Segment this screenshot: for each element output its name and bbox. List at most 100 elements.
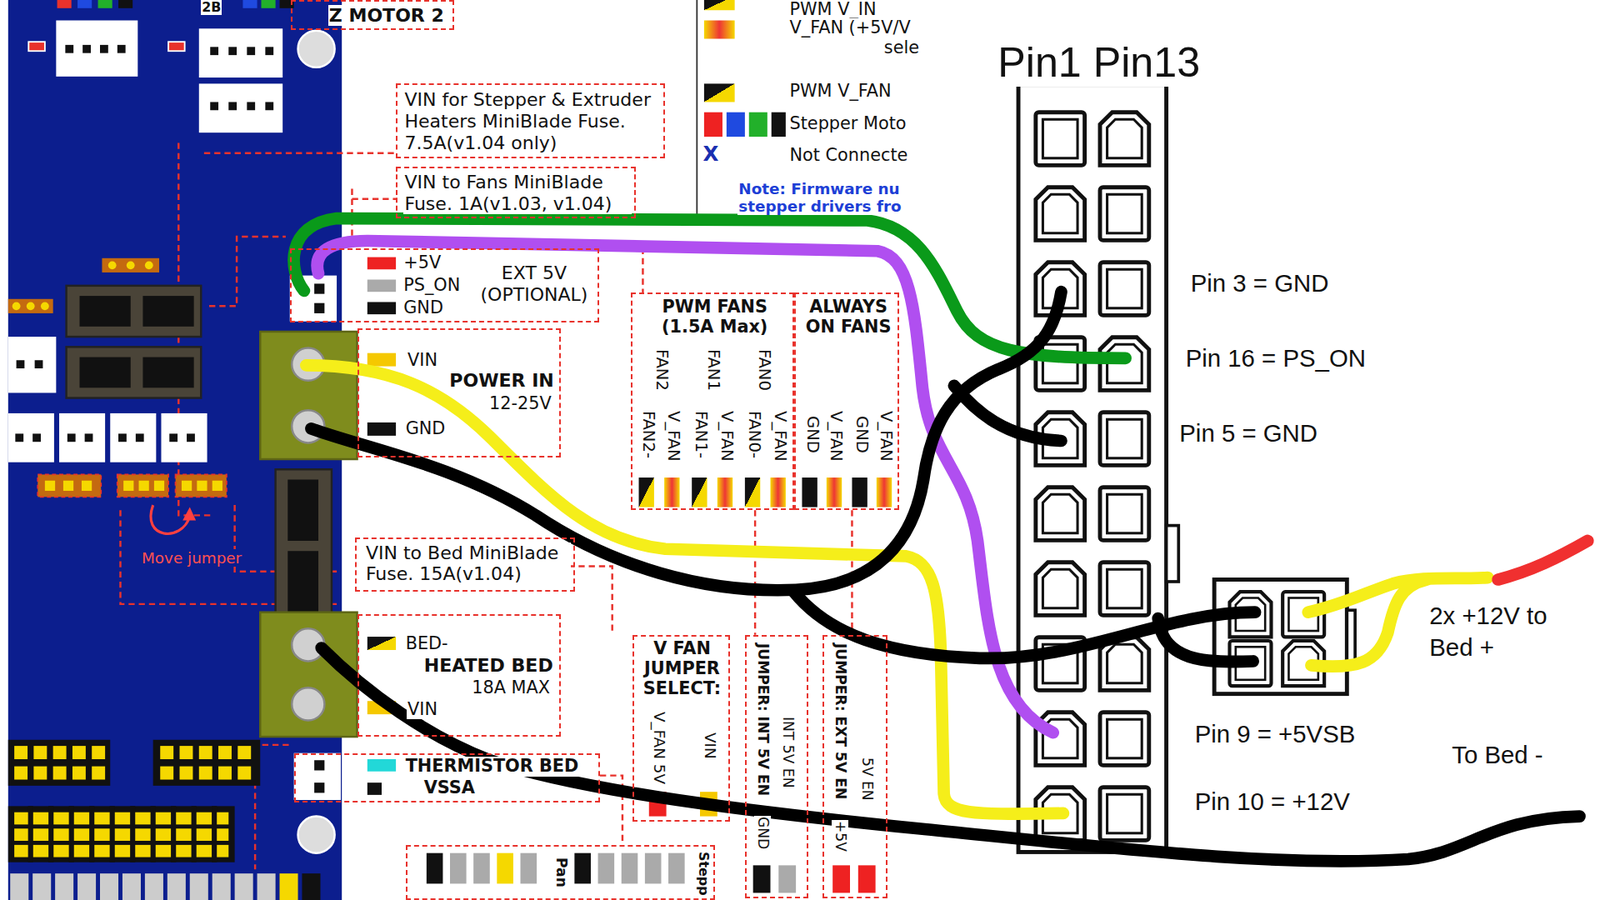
- connector-patch: [314, 760, 325, 770]
- wire: [794, 591, 1255, 659]
- pin-header: [237, 766, 251, 780]
- legend-symbol: X: [701, 142, 720, 166]
- connector-patch: [314, 303, 325, 314]
- small-connector: [135, 433, 145, 442]
- pin-swatch: [520, 853, 537, 885]
- jumper-header: [81, 480, 92, 491]
- eps-connector: [1346, 610, 1355, 661]
- atx-connector: [1100, 262, 1150, 316]
- bottom-strip: [280, 873, 299, 900]
- pin-swatch: [753, 865, 771, 893]
- fuse-holder: [287, 550, 319, 612]
- legend-text: V_FAN (+5V/V sele: [789, 18, 921, 59]
- connector-callout: +5VPS_ONGNDEXT 5V (OPTIONAL): [290, 248, 600, 324]
- pin-header: [40, 301, 50, 310]
- note-text: Move jumper: [140, 549, 243, 567]
- wire: [954, 385, 1062, 441]
- pin-swatch: [367, 280, 396, 293]
- callout-text: GND: [405, 419, 447, 440]
- legend-text: Not Connecte: [789, 145, 910, 166]
- pin-swatch: [851, 477, 867, 508]
- jumper-callout: JUMPER: INT 5V ENINT 5V ENGND: [745, 635, 809, 899]
- jumper-header: [63, 480, 74, 491]
- motor-connector: [246, 46, 255, 55]
- move-arrow: [182, 507, 196, 521]
- atx-connector: [1018, 85, 1167, 853]
- pin-swatch: [367, 257, 396, 270]
- bottom-strip: [122, 873, 141, 900]
- pin-header: [26, 301, 35, 310]
- wire-label: To Bed -: [1450, 740, 1544, 770]
- pin-header: [126, 260, 135, 270]
- callout-text: VIN for Stepper & Extruder Heaters MiniB…: [403, 89, 660, 132]
- mounting-hole: [298, 816, 335, 854]
- callout-text: PS_ON: [402, 275, 461, 296]
- atx-connector: [1035, 562, 1085, 616]
- pin-header: [14, 766, 28, 780]
- fuse-holder: [80, 295, 131, 327]
- sensor-callout: THERMISTOR BEDVSSA: [294, 753, 600, 803]
- motor-connector: [117, 45, 126, 54]
- small-connector: [8, 336, 57, 393]
- pin-name: Pan: [552, 856, 570, 889]
- pin-name: V_FAN: [875, 410, 895, 463]
- mounting-hole: [298, 30, 335, 68]
- pin-label: Pin 5 = GND: [1178, 419, 1319, 448]
- jumper-header: [37, 474, 227, 497]
- motor-connector: [65, 45, 74, 54]
- pin-swatch: [621, 853, 639, 885]
- bottom-strip: [257, 873, 276, 900]
- board-trace: [204, 151, 396, 154]
- pin-name: INT 5V EN: [779, 715, 796, 789]
- pin-name: JUMPER: INT 5V EN: [755, 642, 772, 797]
- motor-connector: [82, 45, 91, 54]
- pin-name: 5V EN: [859, 756, 876, 802]
- pin-label: Pin 10 = +12V: [1194, 787, 1351, 816]
- pin-swatch: [858, 865, 876, 893]
- callout-text: VIN to Bed MiniBlade Fuse. 15A(v1.04): [365, 542, 571, 585]
- jumper-callout: V FAN JUMPER SELECT:V_FAN 5VVIN: [632, 635, 730, 822]
- eps-connector: [1214, 580, 1347, 695]
- jumper-header: [45, 480, 55, 491]
- pin-name: GND: [802, 415, 822, 455]
- pin-name: FAN0-: [744, 410, 764, 460]
- connector-patch: [290, 275, 341, 800]
- atx-connector: [1035, 112, 1085, 166]
- pin-swatch: [367, 353, 396, 367]
- pin-header: [180, 745, 194, 760]
- pin-header: [145, 260, 154, 270]
- legend-sample: [704, 0, 735, 10]
- motor-connector: [246, 101, 255, 110]
- wire: [310, 291, 1061, 590]
- motor-connector: [260, 0, 275, 9]
- small-connector: [186, 433, 195, 442]
- pin-name: VIN: [701, 731, 720, 760]
- small-connector: [110, 413, 156, 463]
- small-connector: [169, 433, 178, 442]
- pin-name: FAN1: [703, 348, 723, 392]
- callout-text: VSSA: [423, 778, 476, 799]
- wire: [305, 365, 1064, 814]
- pin-swatch: [668, 853, 685, 885]
- callout-text: VIN to Fans MiniBlade Fuse. 1A(v1.03, v1…: [403, 171, 632, 215]
- wire-label: 2x +12V to Bed +: [1428, 600, 1584, 664]
- pin-swatch: [639, 477, 655, 508]
- pin-label: Pin 3 = GND: [1190, 269, 1330, 298]
- small-connector: [160, 413, 207, 463]
- jumper-header: [175, 474, 227, 497]
- pin-header: [180, 766, 194, 780]
- pin-label: Pin 16 = PS_ON: [1185, 344, 1367, 373]
- motor-connector: [168, 41, 185, 51]
- pin-header: [8, 805, 235, 862]
- pin-header: [14, 745, 28, 760]
- motor-connector: [199, 28, 283, 78]
- pin-swatch: [367, 422, 396, 436]
- fuse-callout: VIN for Stepper & Extruder Heaters MiniB…: [395, 83, 665, 158]
- legend-sample: [749, 112, 768, 137]
- atx-connector: [1018, 85, 1179, 853]
- pin-header: [218, 745, 232, 760]
- pin-swatch: [367, 301, 396, 315]
- pin-swatch: [645, 853, 662, 885]
- legend-sample: [695, 0, 698, 215]
- callout-text: THERMISTOR BED: [405, 756, 580, 777]
